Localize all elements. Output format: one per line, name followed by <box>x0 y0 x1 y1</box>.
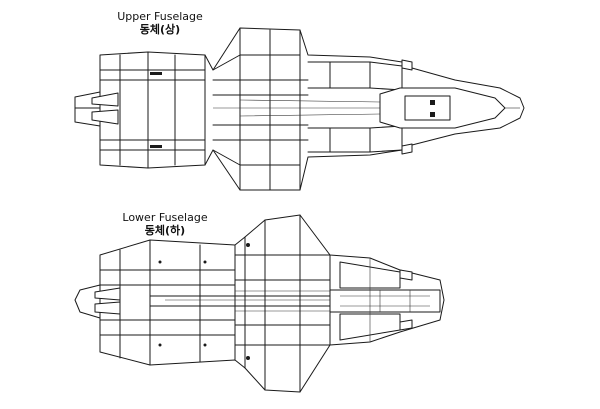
upper-vent-right <box>150 145 162 148</box>
lower-tail-stinger <box>74 284 101 319</box>
upper-fuselage-drawing <box>74 27 525 191</box>
upper-vent-left <box>150 72 162 75</box>
upper-cockpit <box>379 87 506 129</box>
lower-fuselage-label: Lower Fuselage 동체(하) <box>105 211 225 237</box>
upper-fuselage-outline <box>99 27 525 191</box>
upper-fuselage-title-en: Upper Fuselage <box>117 10 203 23</box>
lower-fuselage-title-en: Lower Fuselage <box>122 211 208 224</box>
lower-fuselage-title-ko: 동체(하) <box>144 224 186 237</box>
upper-fuselage-title-ko: 동체(상) <box>139 23 181 36</box>
upper-tail-nozzle-right <box>91 109 119 125</box>
upper-tail-nozzle-left <box>91 92 119 107</box>
upper-fuselage-label: Upper Fuselage 동체(상) <box>100 10 220 36</box>
lower-fuselage-outline <box>99 214 445 393</box>
lower-weapons-rail <box>329 289 441 313</box>
lower-fuselage-drawing <box>74 214 445 393</box>
